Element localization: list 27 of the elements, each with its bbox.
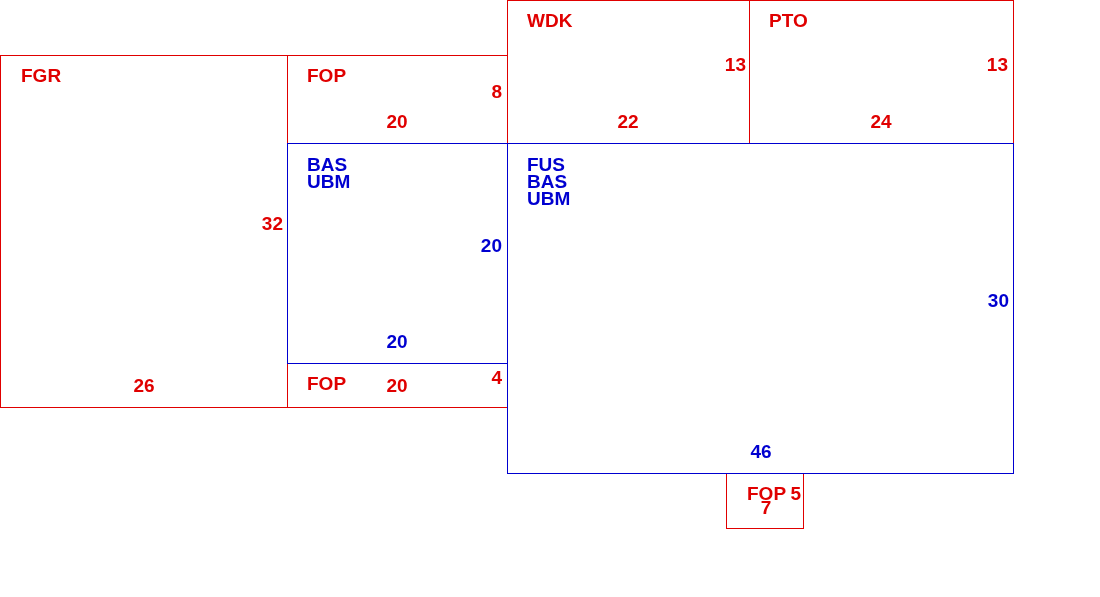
dimension-label: 13 [724, 56, 746, 73]
dimension-label: 20 [480, 237, 502, 254]
room-rectangle [507, 143, 1014, 474]
dimension-label: 4 [491, 369, 502, 386]
room-name: PTO [769, 12, 809, 29]
dimension-label: 32 [261, 215, 283, 232]
dimension-label: 5 [790, 485, 801, 502]
dimension-label: 22 [617, 113, 639, 130]
room-name: FUS BAS UBM [527, 156, 572, 207]
dimension-label: 24 [870, 113, 892, 130]
dimension-label: 26 [133, 377, 155, 394]
room-name: FOP [307, 67, 348, 84]
dimension-label: 20 [386, 113, 408, 130]
dimension-label: 30 [987, 292, 1009, 309]
room-rectangle [749, 0, 1014, 144]
dimension-label: 46 [750, 443, 772, 460]
room-name: BAS UBM [307, 156, 352, 190]
room-rectangle [726, 473, 804, 529]
room-rectangle [0, 55, 288, 408]
dimension-label: 13 [986, 56, 1008, 73]
room-name: WDK [527, 12, 574, 29]
room-name: FOP [307, 375, 348, 392]
room-rectangle [287, 143, 508, 364]
room-name: FGR [21, 67, 63, 84]
dimension-label: 20 [386, 333, 408, 350]
dimension-label: 8 [491, 83, 502, 100]
dimension-label: 20 [386, 377, 408, 394]
